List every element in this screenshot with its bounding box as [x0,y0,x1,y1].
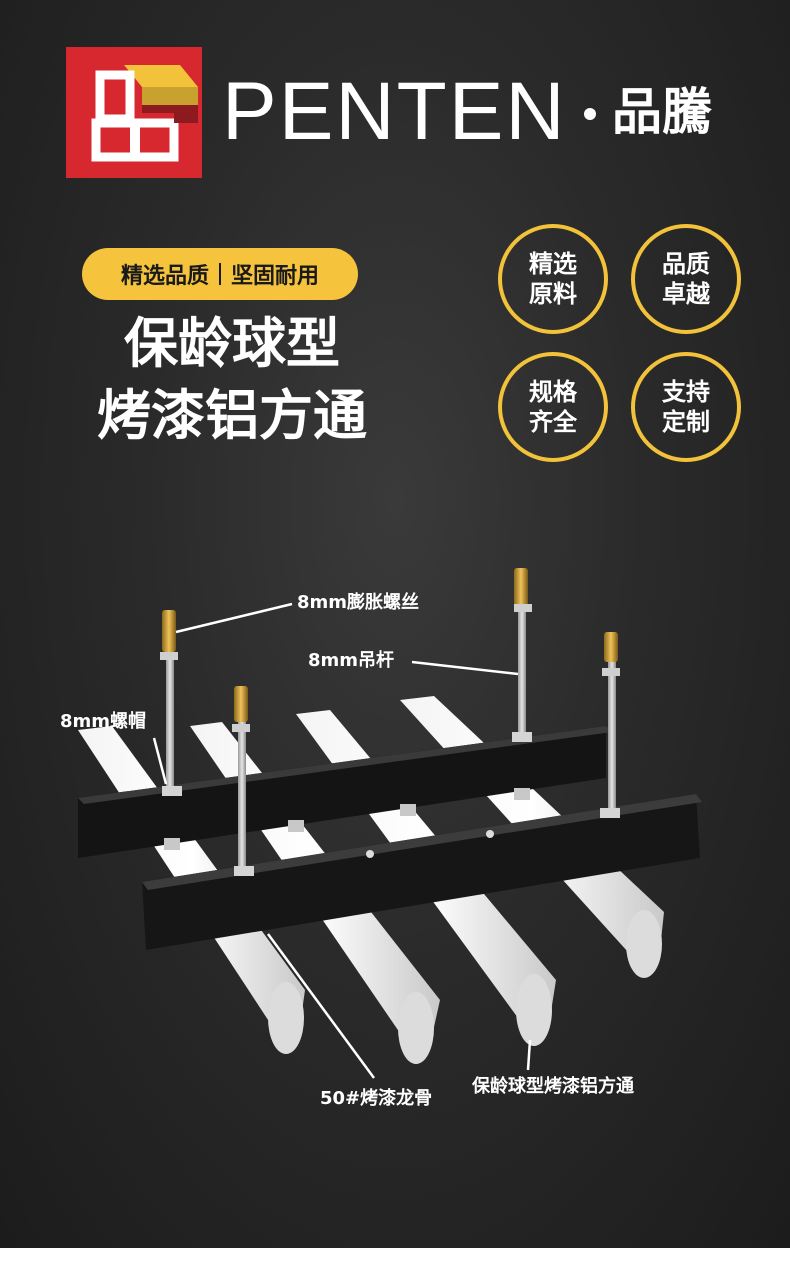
feature-badge: 品质 卓越 [631,224,741,334]
tagline-pill: 精选品质 坚固耐用 [82,248,358,300]
callout-line-rod [411,660,519,676]
expansion-bolt-icon [234,686,248,722]
keel-nuts [162,732,620,876]
brand-name-chinese: 品騰 [612,83,712,141]
bottom-margin [0,1248,790,1272]
keel-hole [366,850,374,858]
hanger-rod [518,606,526,734]
callout-line-bolt [175,602,293,634]
badge-line: 卓越 [662,280,710,308]
callout-lines [152,602,532,1079]
logo-mark-icon [66,47,202,178]
tube-end [398,992,434,1064]
expansion-bolts [160,568,620,732]
nut-icon [512,732,532,742]
hanger-rod [166,650,174,792]
brand-name-english: PENTEN [222,66,567,157]
hanger-rods [166,606,616,868]
keel-front [142,794,700,950]
expansion-bolt-icon [604,632,618,662]
badge-line: 规格 [529,378,577,406]
tube-end [626,910,662,978]
badge-line: 精选 [529,250,577,278]
nut-icon [600,808,620,818]
ceiling-system-illustration [78,568,702,1079]
tagline-divider [219,263,221,285]
keel-front-edge [142,794,702,890]
expansion-bolt-icon [514,568,528,608]
callout-hanger-rod: 8mm吊杆 [308,650,395,671]
hanger-rod [608,658,616,808]
product-title-line-2: 烤漆铝方通 [97,384,367,447]
callout-nut: 8mm螺帽 [60,711,147,732]
feature-badge: 支持 定制 [631,352,741,462]
callout-aluminium-tube: 保龄球型烤漆铝方通 [472,1076,634,1097]
nut-icon [160,652,178,660]
nut-icon [602,668,620,676]
badge-line: 品质 [662,250,710,278]
feature-badge: 精选 原料 [498,224,608,334]
feature-badge: 规格 齐全 [498,352,608,462]
black-keels [78,726,702,950]
callout-expansion-bolt: 8mm膨胀螺丝 [297,592,420,613]
callout-keel: 50#烤漆龙骨 [320,1088,433,1109]
tagline-left: 精选品质 [120,264,209,289]
clip-icon [164,838,180,850]
keel-back [78,726,606,858]
callout-line-nut [152,737,168,785]
keel-back-edge [78,726,612,804]
brand-separator-dot [584,108,596,120]
nut-icon [514,604,532,612]
tube-end [268,982,304,1054]
hanger-rod [238,718,246,868]
tagline-right: 坚固耐用 [231,264,320,289]
tube-end [516,974,552,1046]
nut-icon [234,866,254,876]
clip-icon [514,788,530,800]
callout-line-keel [266,933,376,1079]
badge-line: 定制 [662,408,710,436]
brand-logo [66,47,202,178]
expansion-bolt-icon [162,610,176,652]
badge-line: 原料 [529,280,577,308]
badge-line: 齐全 [529,408,577,436]
badge-line: 支持 [662,378,710,406]
clip-icon [400,804,416,816]
nut-icon [162,786,182,796]
clip-icon [288,820,304,832]
keel-hole [486,830,494,838]
nut-icon [232,724,250,732]
callout-line-tube [526,1039,532,1071]
product-title-line-1: 保龄球型 [124,312,340,375]
